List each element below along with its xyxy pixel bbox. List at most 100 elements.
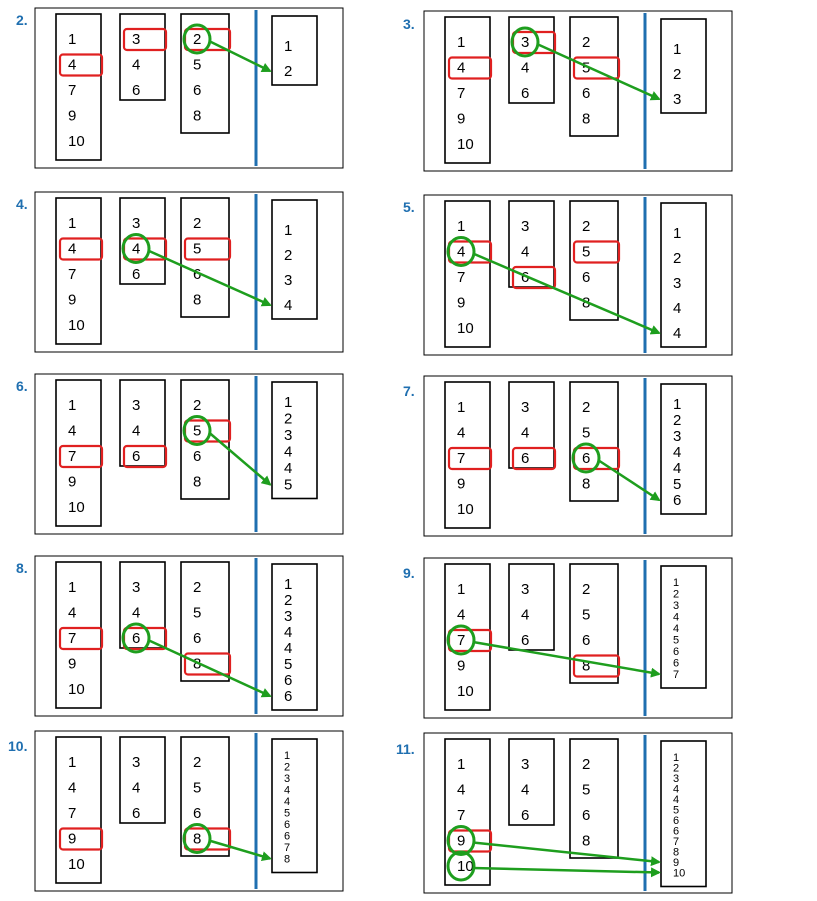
step-label: 5. [403,199,415,215]
list-value: 3 [521,34,529,51]
list-value: 4 [132,605,140,622]
output-value: 7 [284,842,290,854]
output-list-box [660,383,707,515]
output-value: 5 [284,477,292,494]
list-value: 6 [193,266,201,283]
list-value: 10 [457,683,474,700]
list-value: 9 [457,833,465,850]
output-list-box [660,565,707,689]
output-value: 3 [284,427,292,444]
step-label: 9. [403,565,415,581]
list-value: 2 [582,399,590,416]
output-list-box [660,202,707,348]
selected-circle [571,442,601,474]
output-value: 3 [673,275,681,292]
output-value: 6 [284,688,292,705]
output-value: 2 [284,247,292,264]
list-value: 3 [132,31,140,48]
list-value: 3 [132,754,140,771]
list-value: 1 [457,34,465,51]
input-list-box [180,13,230,134]
input-list-box [119,13,166,101]
output-list-box [271,563,318,711]
list-value: 6 [193,805,201,822]
list-value: 1 [457,218,465,235]
output-list-box [271,199,318,320]
list-value: 1 [68,31,76,48]
current-head-box [447,56,493,80]
output-value: 7 [673,836,679,848]
list-value: 4 [132,57,140,74]
list-value: 4 [68,57,76,74]
list-value: 4 [521,244,529,261]
current-head-box [58,444,104,469]
list-value: 3 [521,218,529,235]
list-value: 3 [521,581,529,598]
output-list-box [660,740,707,888]
list-value: 3 [521,756,529,773]
list-value: 6 [582,807,590,824]
selected-circle [121,622,151,654]
current-head-box [58,827,104,851]
list-value: 9 [68,474,76,491]
output-value: 1 [673,41,681,58]
input-list-box [569,738,619,859]
output-value: 10 [673,868,685,880]
list-value: 4 [457,244,465,261]
input-list-box [569,563,619,684]
selected-circle [182,23,212,55]
selected-circle [121,233,151,264]
list-value: 7 [457,450,465,467]
list-value: 4 [457,782,465,799]
list-value: 9 [68,108,76,125]
list-value: 6 [521,632,529,649]
input-list-box [55,736,102,884]
list-value: 5 [193,57,201,74]
list-value: 6 [521,85,529,102]
output-value: 3 [284,608,292,625]
input-list-box [119,379,166,467]
output-value: 3 [673,428,681,445]
list-value: 10 [457,320,474,337]
list-value: 6 [132,448,140,465]
output-value: 2 [673,589,679,601]
list-value: 2 [582,756,590,773]
list-value: 8 [193,656,201,673]
current-head-box [183,652,232,676]
selected-circle [182,823,212,854]
selected-circle [446,236,476,267]
list-value: 7 [457,807,465,824]
output-value: 4 [284,297,292,314]
output-value: 2 [673,250,681,267]
list-value: 9 [457,295,465,312]
list-value: 5 [582,60,590,77]
list-value: 5 [582,782,590,799]
input-list-box [119,561,166,649]
list-value: 8 [193,108,201,125]
list-value: 3 [521,399,529,416]
list-value: 8 [193,474,201,491]
output-list-box [271,15,318,86]
list-value: 7 [457,85,465,102]
current-head-box [58,237,104,261]
current-head-box [122,27,168,52]
output-value: 4 [673,612,679,624]
list-value: 7 [68,448,76,465]
list-value: 4 [132,423,140,440]
list-value: 9 [457,111,465,128]
output-value: 9 [673,857,679,869]
move-arrow [472,841,661,867]
input-list-box [119,197,166,285]
move-arrow [208,839,272,862]
list-value: 4 [521,60,529,77]
list-value: 2 [193,754,201,771]
output-value: 6 [673,658,679,670]
list-value: 1 [457,756,465,773]
output-value: 4 [673,300,681,317]
input-list-box [55,197,102,345]
